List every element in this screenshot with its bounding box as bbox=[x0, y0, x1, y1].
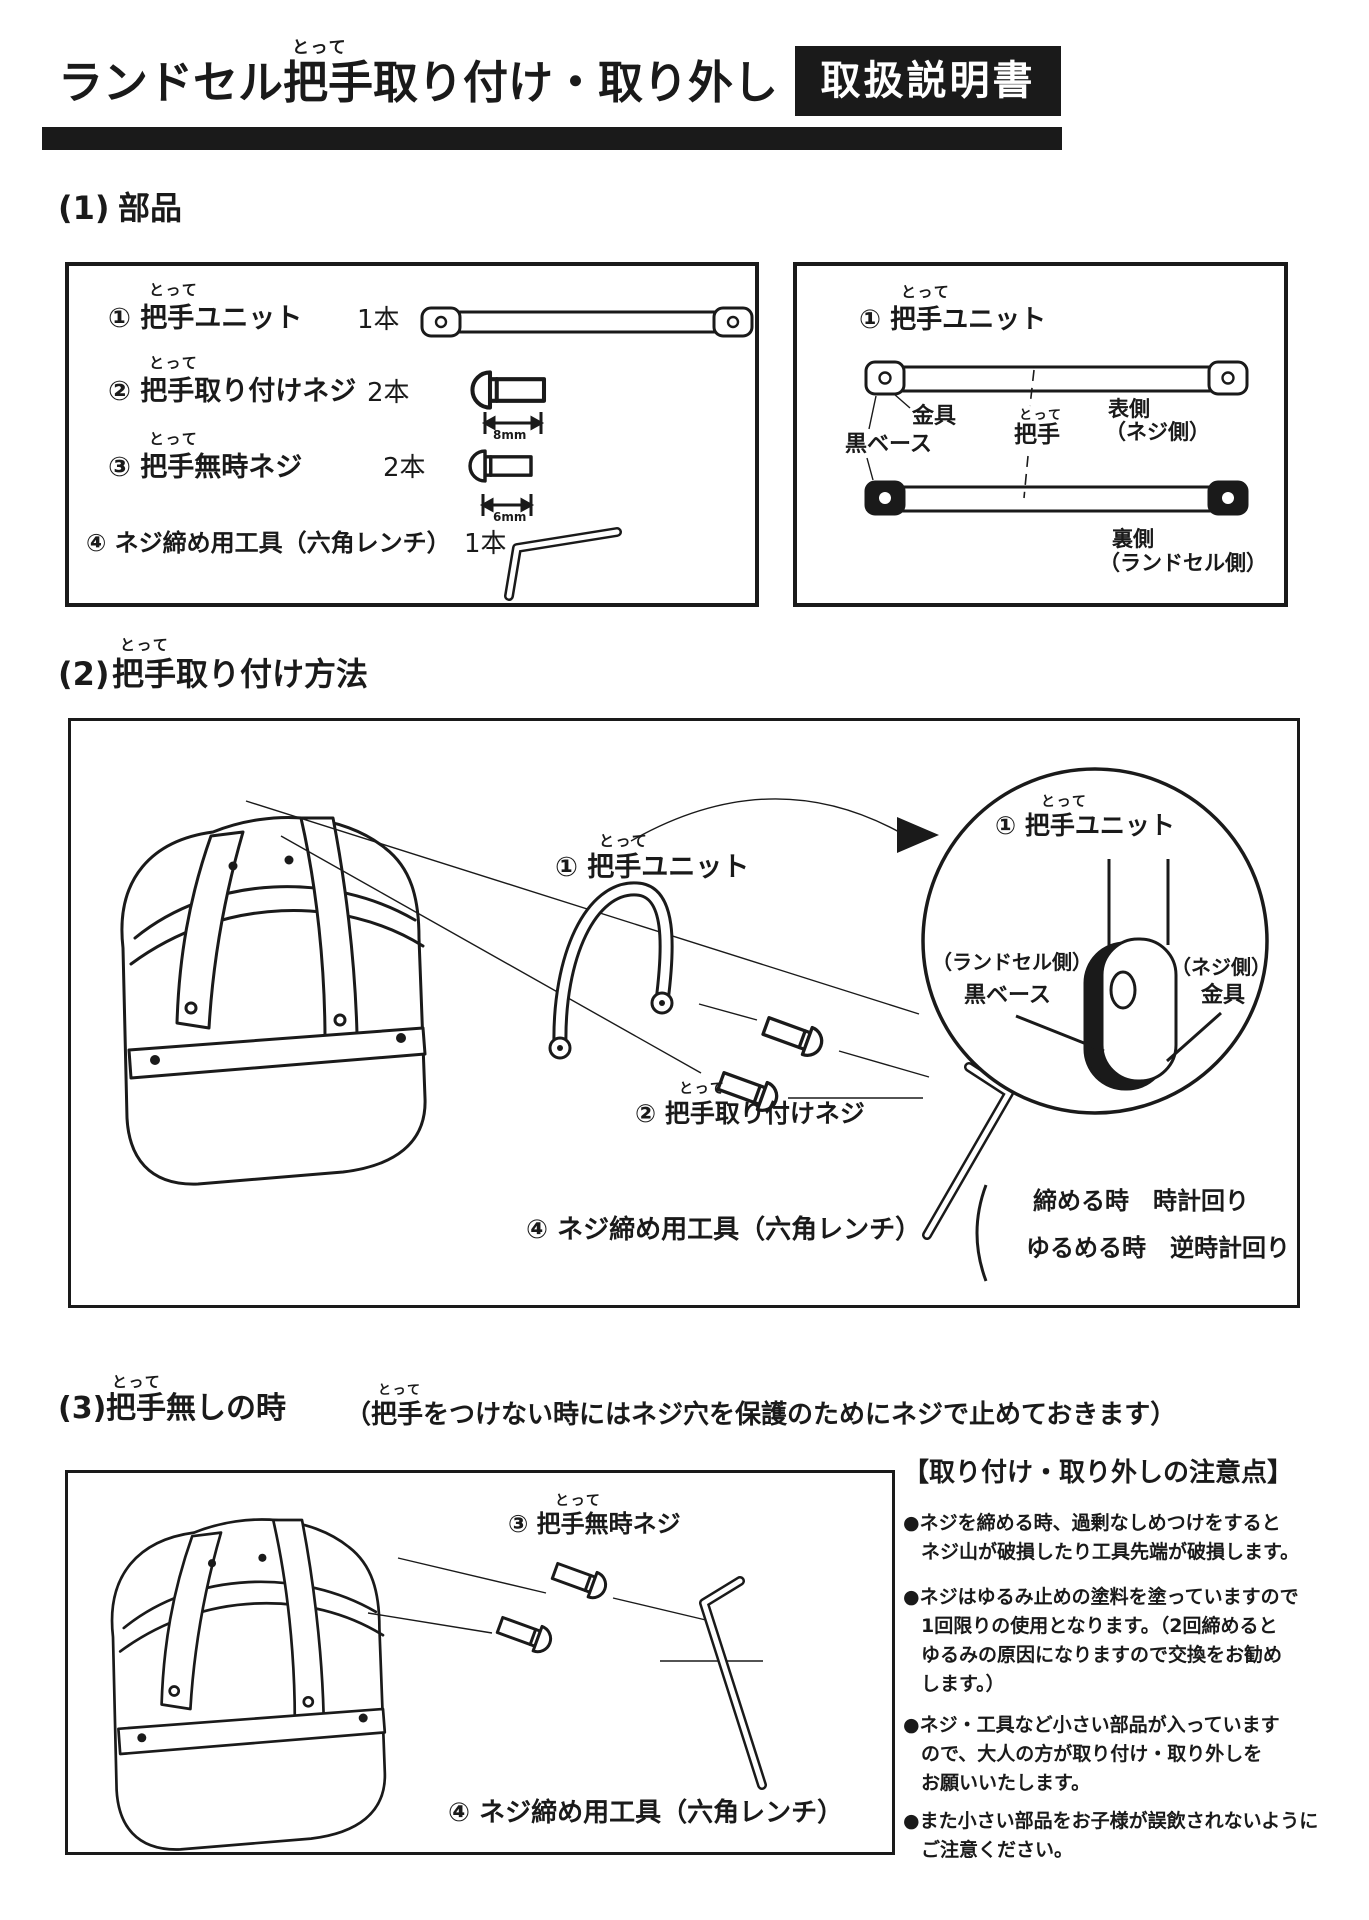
handle-unit-detail-box: とって ① 把手ユニット 金具 黒ベース とって 把手 表側 （ネジ側） 裏側 … bbox=[793, 262, 1288, 607]
unit-detail-furigana: とって bbox=[901, 283, 951, 301]
randoseru-illustration bbox=[120, 815, 427, 1186]
label-back-side-note: （ランドセル側） bbox=[1099, 551, 1267, 575]
part3-furigana: とって bbox=[149, 430, 199, 448]
no-handle-diagram-box: とって ③ 把手無時ネジ ④ ネジ締め用工具（六角レンチ） bbox=[65, 1470, 895, 1855]
cap-screw-icon-1 bbox=[549, 1557, 611, 1603]
label-totte-furigana: とって bbox=[1019, 408, 1063, 423]
title-underline-bar bbox=[42, 127, 1062, 150]
detail-label-right2: 金具 bbox=[1201, 983, 1246, 1008]
section2-heading-num: (2) bbox=[58, 655, 110, 693]
caution-line: ので、大人の方が取り付け・取り外しを bbox=[921, 1743, 1263, 1765]
section2-heading-furigana: とって bbox=[120, 636, 170, 654]
hex-wrench-icon bbox=[922, 1062, 1014, 1240]
turn-note-line2: ゆるめる時 逆時計回り bbox=[1026, 1234, 1290, 1262]
attachment-diagram bbox=[120, 767, 1269, 1282]
hex-wrench-icon bbox=[504, 527, 622, 601]
section2-heading-title: 把手取り付け方法 bbox=[112, 655, 369, 693]
cap-screw-icon-2 bbox=[494, 1611, 556, 1657]
caution-line: お願いいたします。 bbox=[921, 1772, 1091, 1794]
section3-note: （把手をつけない時にはネジ穴を保護のためにネジで止めておきます） bbox=[345, 1400, 1177, 1430]
part2-dimension: 8mm bbox=[493, 428, 527, 442]
exploded-view-lines bbox=[245, 800, 930, 1099]
screw-8mm-icon bbox=[472, 372, 544, 407]
detail-label-left2: 黒ベース bbox=[964, 983, 1051, 1008]
handle-back-side-icon bbox=[864, 480, 1249, 516]
no-handle-diagram bbox=[110, 1518, 767, 1851]
randoseru-illustration bbox=[110, 1518, 387, 1851]
caution-line: 1回限りの使用となります。（2回締めると bbox=[921, 1615, 1278, 1637]
leader-lines bbox=[866, 369, 1035, 499]
parts-list-illustrations bbox=[420, 306, 754, 601]
detail-heading-furigana: とって bbox=[1041, 794, 1088, 810]
section3-heading-furigana: とって bbox=[112, 1373, 162, 1391]
caution-line: します。） bbox=[921, 1673, 1005, 1695]
handle-unit-detail-illustration bbox=[864, 360, 1249, 516]
label-front-side-note: （ネジ側） bbox=[1105, 420, 1210, 444]
page-title: ランドセル把手取り付け・取り外し bbox=[58, 56, 779, 109]
hex-wrench-icon bbox=[699, 1576, 767, 1790]
caution-line: ゆるみの原因になりますので交換をお勧め bbox=[921, 1644, 1283, 1666]
section1-heading-num: (1) bbox=[58, 189, 110, 227]
unit-label-furigana: とって bbox=[599, 832, 649, 850]
part3-label: ③ 把手無時ネジ bbox=[108, 452, 303, 483]
part3-dimension: 6mm bbox=[493, 510, 527, 524]
unit-label: ① 把手ユニット bbox=[555, 852, 750, 883]
dimension-arrow-6mm bbox=[479, 494, 535, 516]
part2-furigana: とって bbox=[149, 354, 199, 372]
handle-unit-arch-icon bbox=[548, 881, 674, 1060]
tool-label: ④ ネジ締め用工具（六角レンチ） bbox=[448, 1798, 844, 1828]
unit-detail-heading: ① 把手ユニット bbox=[859, 305, 1047, 335]
screw-label: ② 把手取り付けネジ bbox=[635, 1099, 865, 1128]
label-front-side: 表側 bbox=[1108, 397, 1150, 421]
part1-label: ① 把手ユニット bbox=[108, 303, 303, 334]
part2-qty: 2本 bbox=[367, 378, 410, 408]
label-kanagu: 金具 bbox=[912, 404, 957, 429]
caution-line: ●ネジを締める時、過剰なしめつけをすると bbox=[903, 1512, 1281, 1534]
arrow-icon bbox=[630, 798, 939, 853]
label-totte: 把手 bbox=[1014, 422, 1060, 448]
section1-heading-title: 部品 bbox=[118, 189, 183, 227]
screw-6mm-icon bbox=[468, 449, 533, 483]
exploded-view-lines bbox=[367, 1557, 763, 1662]
caution-line: ネジ山が破損したり工具先端が破損します。 bbox=[921, 1541, 1300, 1563]
caution-line: ●また小さい部品をお子様が誤飲されないように bbox=[903, 1810, 1319, 1832]
label-kuro-base: 黒ベース bbox=[845, 432, 932, 457]
detail-label-left1: （ランドセル側） bbox=[932, 950, 1092, 974]
parts-list-box: とって ① 把手ユニット 1本 とって ② 把手取り付けネジ 2本 8mm とっ… bbox=[65, 262, 759, 607]
screw-label-furigana: とって bbox=[679, 1081, 726, 1097]
cautions-title: 【取り付け・取り外しの注意点】 bbox=[903, 1458, 1294, 1488]
attachment-diagram-box: とって ① 把手ユニット とって ② 把手取り付けネジ ④ ネジ締め用工具（六角… bbox=[68, 718, 1300, 1308]
dimension-arrow-8mm bbox=[481, 412, 545, 434]
turn-note-paren bbox=[975, 1184, 988, 1282]
handle-unit-icon bbox=[420, 306, 754, 338]
section3-note-furigana: とって bbox=[378, 1383, 422, 1398]
detail-heading: ① 把手ユニット bbox=[995, 811, 1175, 840]
handle-front-side-icon bbox=[864, 360, 1249, 396]
part4-label: ④ ネジ締め用工具（六角レンチ） bbox=[86, 529, 451, 557]
caution-line: ●ネジはゆるみ止めの塗料を塗っていますので bbox=[903, 1586, 1299, 1608]
turn-note-line1: 締める時 時計回り bbox=[1033, 1187, 1249, 1215]
caution-line: ご注意ください。 bbox=[921, 1839, 1074, 1861]
title-furigana: とって bbox=[292, 38, 348, 58]
section3-heading-num: (3) bbox=[58, 1391, 107, 1426]
part2-label: ② 把手取り付けネジ bbox=[108, 376, 357, 407]
detail-circle bbox=[921, 767, 1269, 1115]
attach-screw-icon-1 bbox=[759, 1010, 828, 1062]
cap-screw-furigana: とって bbox=[555, 1493, 602, 1509]
label-back-side: 裏側 bbox=[1112, 527, 1154, 551]
manual-badge: 取扱説明書 bbox=[795, 46, 1061, 116]
detail-label-right1: （ネジ側） bbox=[1171, 955, 1271, 979]
part4-qty: 1本 bbox=[464, 529, 507, 559]
part3-qty: 2本 bbox=[383, 453, 426, 483]
tool-label: ④ ネジ締め用工具（六角レンチ） bbox=[526, 1215, 922, 1245]
cap-screw-label: ③ 把手無時ネジ bbox=[508, 1510, 681, 1538]
part1-qty: 1本 bbox=[357, 305, 400, 335]
part1-furigana: とって bbox=[149, 281, 199, 299]
section3-heading-title: 把手無しの時 bbox=[106, 1391, 286, 1426]
caution-line: ●ネジ・工具など小さい部品が入っています bbox=[903, 1714, 1280, 1736]
